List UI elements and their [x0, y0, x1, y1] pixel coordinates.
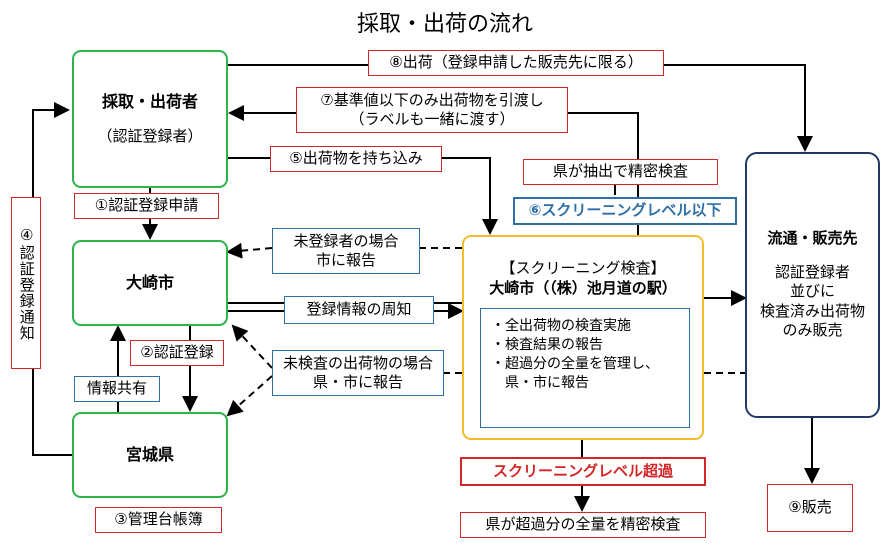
miyagi-box: 宮城県	[72, 412, 228, 498]
pref-sample-text: 県が抽出で精密検査	[552, 162, 688, 181]
harvester-box: 採取・出荷者 （認証登録者）	[72, 50, 228, 188]
screening-box: 【スクリーニング検査】 大崎市（（株）池月道の駅）	[462, 235, 704, 440]
page-title: 採取・出荷の流れ	[356, 12, 533, 37]
reg-info-text: 登録情報の周知	[306, 300, 412, 319]
uninspected-label: 未検査の出荷物の場合 県・市に報告	[272, 350, 444, 396]
arrow-unregistered	[226, 242, 273, 259]
pref-full-text: 県が超過分の全量を精密検査	[485, 515, 681, 534]
harvester-name: 採取・出荷者	[101, 91, 198, 111]
info-share-label: 情報共有	[74, 376, 160, 402]
task-item: ・検査結果の報告	[491, 336, 603, 353]
unregistered-text-a: 未登録者の場合	[293, 231, 399, 250]
distribution-box: 流通・販売先 認証登録者 並びに 検査済み出荷物 のみ販売	[745, 152, 880, 418]
distribution-desc: のみ販売	[782, 321, 843, 340]
step6-text: ⑥スクリーニングレベル以下	[528, 201, 722, 220]
task-item: 県・市に報告	[491, 374, 589, 391]
step7-label: ⑦基準値以下のみ出荷物を引渡し （ラベルも一緒に渡す）	[296, 87, 568, 133]
pref-sample-label: 県が抽出で精密検査	[523, 159, 718, 185]
distribution-desc: 認証登録者	[774, 262, 850, 281]
harvester-sub: （認証登録者）	[97, 126, 203, 145]
step5-label: ⑤出荷物を持ち込み	[270, 146, 442, 172]
step5-text: ⑤出荷物を持ち込み	[289, 149, 423, 168]
step6-label: ⑥スクリーニングレベル以下	[513, 197, 737, 225]
step2-text: ②認証登録	[140, 343, 214, 362]
over-level-text: スクリーニングレベル超過	[492, 461, 673, 480]
reg-info-label: 登録情報の周知	[284, 296, 434, 324]
screening-title: 【スクリーニング検査】	[500, 259, 666, 277]
step3-label: ③管理台帳簿	[95, 507, 222, 533]
step8-label: ⑧出荷（登録申請した販売先に限る）	[368, 50, 664, 76]
step1-text: ①認証登録申請	[94, 196, 199, 215]
task-item: ・全出荷物の検査実施	[491, 318, 631, 334]
screening-place: 大崎市（（株）池月道の駅）	[489, 278, 677, 297]
pref-full-label: 県が超過分の全量を精密検査	[460, 512, 706, 538]
step2-label: ②認証登録	[130, 340, 224, 366]
uninspected-text-b: 県・市に報告	[312, 373, 403, 391]
step3-text: ③管理台帳簿	[114, 510, 203, 529]
uninspected-text-a: 未検査の出荷物の場合	[282, 353, 433, 372]
unregistered-text-b: 市に報告	[315, 251, 376, 269]
step9-label: ⑨販売	[767, 484, 853, 532]
distribution-desc: 検査済み出荷物	[759, 301, 865, 320]
miyagi-name: 宮城県	[125, 444, 174, 464]
step4-text: ④認証登録通知	[17, 225, 36, 341]
unregistered-label: 未登録者の場合 市に報告	[272, 228, 420, 274]
osaki-box: 大崎市	[72, 240, 228, 326]
osaki-name: 大崎市	[125, 272, 174, 292]
step1-label: ①認証登録申請	[74, 193, 219, 219]
task-item: ・超過分の全量を管理し、	[491, 355, 659, 372]
distribution-name: 流通・販売先	[767, 229, 858, 248]
distribution-desc: 並びに	[789, 282, 835, 301]
step9-text: ⑨販売	[788, 498, 832, 517]
info-share-text: 情報共有	[86, 379, 147, 398]
step7-text-b: （ラベルも一緒に渡す）	[349, 110, 515, 128]
step4-label: ④認証登録通知	[11, 197, 41, 369]
step7-text-a: ⑦基準値以下のみ出荷物を引渡し	[320, 90, 544, 109]
step8-text: ⑧出荷（登録申請した販売先に限る）	[389, 53, 643, 72]
over-level-label: スクリーニングレベル超過	[460, 457, 706, 486]
screening-tasks: ・全出荷物の検査実施 ・検査結果の報告 ・超過分の全量を管理し、 県・市に報告	[480, 308, 690, 428]
